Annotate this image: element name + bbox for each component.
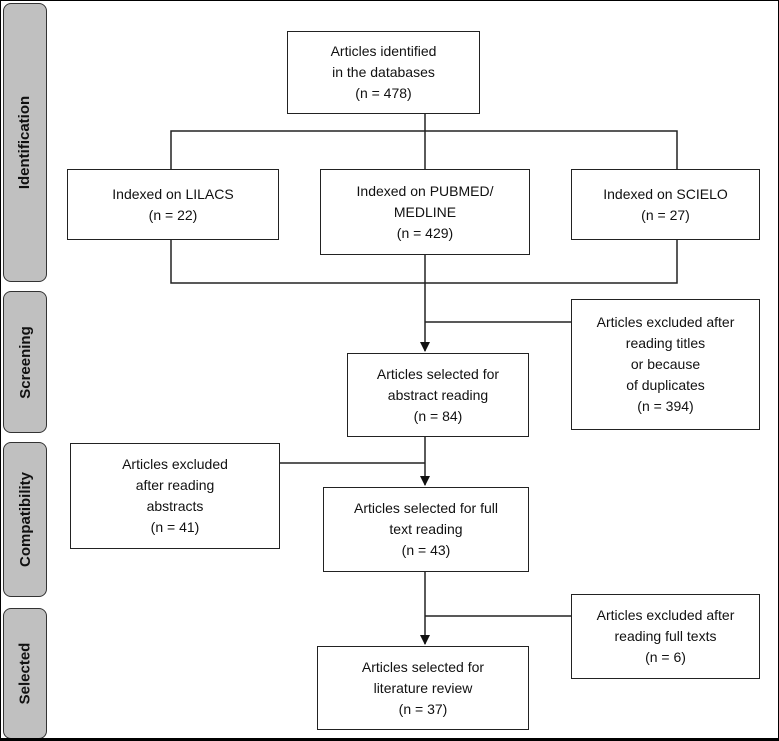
connector-line [170,130,678,169]
box-scielo: Indexed on SCIELO(n = 27) [571,169,760,240]
connector-line [170,239,678,284]
box-lilacs: Indexed on LILACS(n = 22) [67,169,279,240]
box-pubmed: Indexed on PUBMED/MEDLINE(n = 429) [320,169,530,255]
phase-identification: Identification [3,3,47,282]
phase-compatibility: Compatibility [3,442,47,597]
phase-screening: Screening [3,291,47,433]
phase-selected: Selected [3,608,47,738]
